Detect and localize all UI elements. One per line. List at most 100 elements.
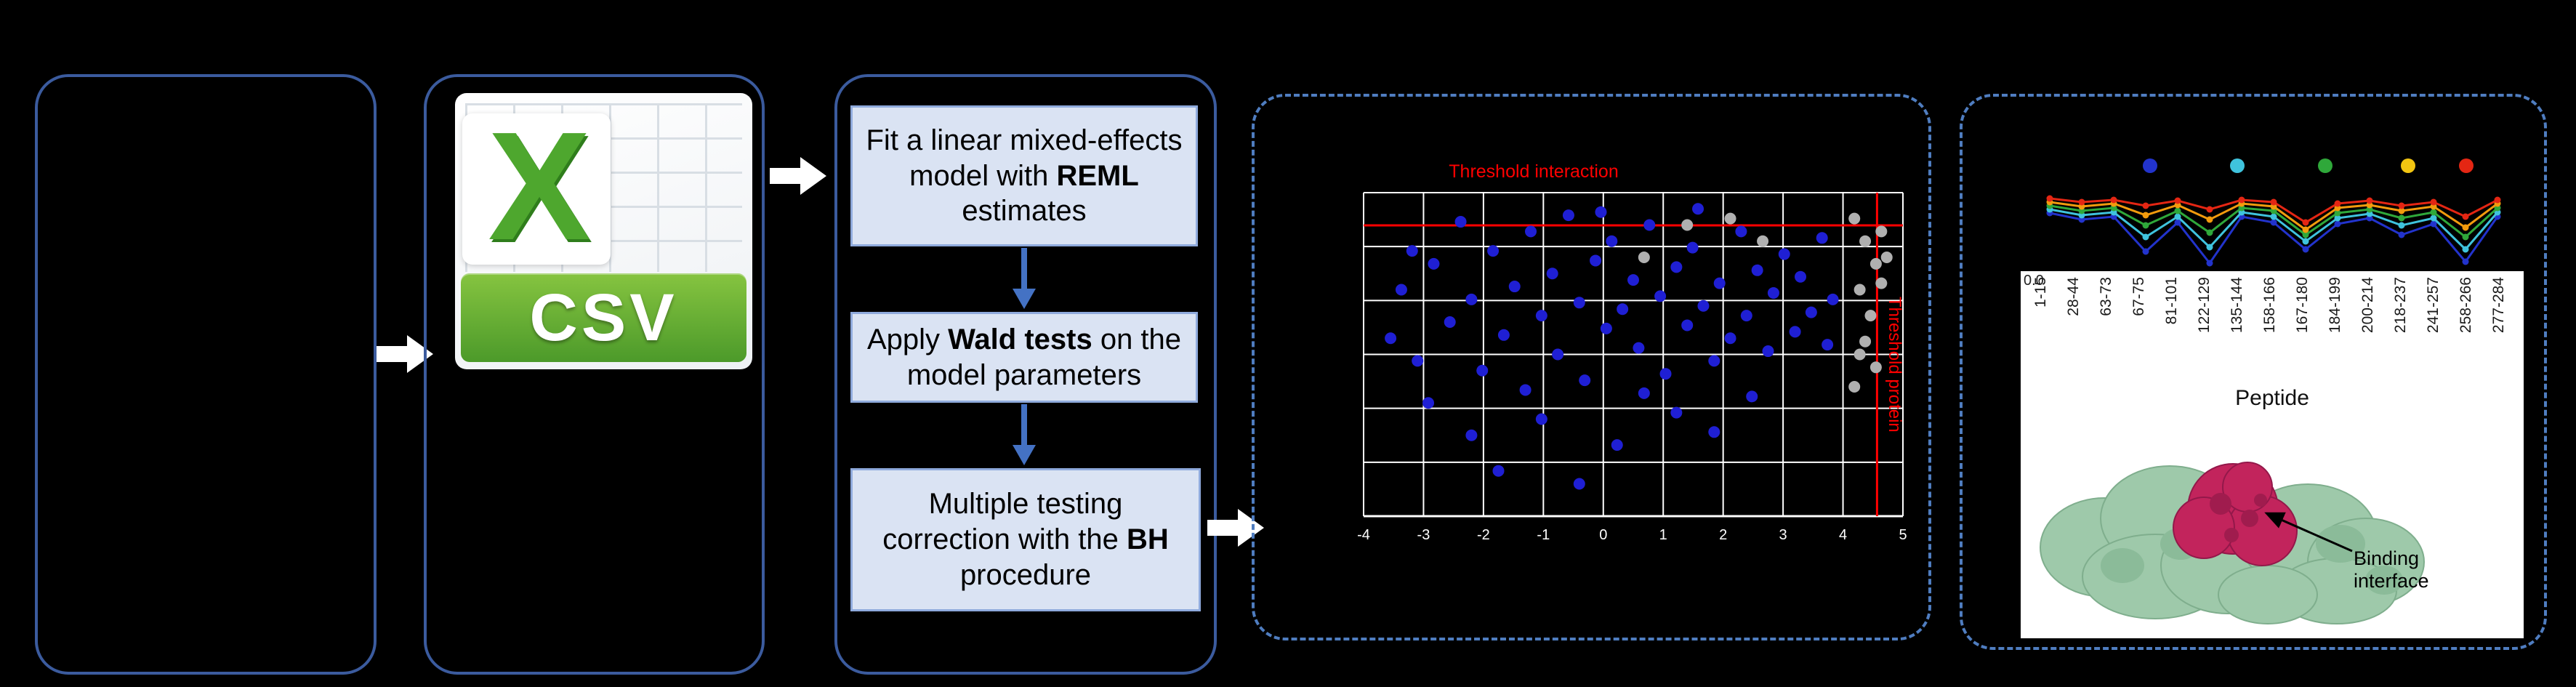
scatter-point-significant — [1827, 293, 1839, 305]
binding-annotation-arrow — [2264, 512, 2353, 553]
x-tick-label: -4 — [1357, 527, 1370, 543]
scatter-point-significant — [1627, 274, 1639, 286]
peptide-label: 158-166 — [2261, 277, 2278, 334]
profile-marker — [2430, 214, 2437, 222]
scatter-point-nonsignificant — [1869, 257, 1882, 270]
scatter-point-significant — [1487, 245, 1500, 257]
profile-marker — [2270, 213, 2277, 220]
profile-marker — [2494, 196, 2501, 204]
profile-marker — [2462, 233, 2469, 241]
binding-interface-annotation: Binding interface — [2354, 547, 2429, 592]
scatter-point-significant — [1708, 355, 1720, 367]
x-tick-label: 4 — [1839, 527, 1847, 543]
scatter-point-nonsignificant — [1853, 348, 1866, 361]
x-tick-label: 1 — [1659, 527, 1667, 543]
peptide-label: 218-237 — [2392, 277, 2409, 334]
binding-interface-region — [2173, 462, 2298, 566]
scatter-point-significant — [1724, 332, 1736, 345]
profile-marker — [2430, 220, 2437, 228]
scatter-point-significant — [1735, 225, 1747, 238]
x-tick-label: -3 — [1417, 527, 1430, 543]
scatter-point-significant — [1590, 254, 1602, 267]
csv-file-icon: X CSV — [455, 93, 752, 369]
protein-structure-image — [2040, 462, 2425, 624]
peptide-label: 1-15 — [2032, 277, 2049, 308]
profile-marker — [2302, 219, 2309, 226]
scatter-point-significant — [1654, 290, 1667, 302]
step-text: Apply Wald tests on the model parameters — [866, 323, 1182, 391]
profile-marker — [2046, 195, 2053, 202]
scatter-point-nonsignificant — [1853, 284, 1866, 296]
scatter-point-significant — [1606, 235, 1618, 247]
peptide-label: 184-199 — [2327, 277, 2343, 334]
peptide-label: 67-75 — [2130, 277, 2147, 316]
scatter-point-significant — [1659, 368, 1672, 380]
profile-marker — [2238, 196, 2245, 204]
scatter-point-significant — [1692, 203, 1704, 215]
scatter-point-significant — [1552, 348, 1564, 361]
scatter-point-significant — [1708, 426, 1720, 438]
protein-surface — [2040, 465, 2425, 624]
scatter-point-significant — [1412, 355, 1424, 367]
scatter-point-significant — [1670, 406, 1683, 419]
profile-marker — [2206, 229, 2213, 236]
scatter-point-significant — [1762, 345, 1774, 358]
legend-dot — [2230, 158, 2245, 173]
scatter-point-significant — [1546, 268, 1558, 280]
profile-marker — [2334, 220, 2341, 228]
profile-marker — [2302, 231, 2309, 238]
profile-marker — [2302, 226, 2309, 233]
scatter-point-significant — [1508, 281, 1521, 293]
profile-marker — [2398, 222, 2405, 229]
excel-x-logo: X — [488, 100, 591, 272]
scatter-point-nonsignificant — [1848, 381, 1861, 393]
down-arrow-icon — [1013, 248, 1036, 309]
scatter-point-significant — [1428, 257, 1440, 270]
scatter-point-significant — [1476, 364, 1489, 377]
scatter-point-significant — [1535, 413, 1547, 425]
peptide-label: 167-180 — [2294, 277, 2311, 334]
steps-panel — [834, 74, 1217, 675]
profile-marker — [2078, 198, 2085, 206]
scatter-point-significant — [1573, 297, 1585, 309]
profile-marker — [2174, 213, 2181, 220]
scatter-point-significant — [1805, 306, 1817, 318]
scatter-point-significant — [1740, 310, 1752, 322]
step-text: Fit a linear mixed-effects model with RE… — [866, 124, 1183, 228]
profile-marker — [2334, 214, 2341, 222]
scatter-point-significant — [1519, 384, 1531, 396]
scatter-point-significant — [1497, 329, 1510, 341]
scatter-point-nonsignificant — [1848, 212, 1861, 225]
scatter-point-significant — [1643, 219, 1656, 231]
scatter-point-significant — [1767, 286, 1779, 299]
scatter-point-nonsignificant — [1875, 225, 1888, 238]
peptide-label: 277-284 — [2490, 277, 2507, 334]
scatter-point-significant — [1778, 248, 1790, 260]
profile-marker — [2430, 198, 2437, 206]
scatter-point-nonsignificant — [1864, 310, 1877, 322]
scatter-point-significant — [1697, 300, 1710, 312]
profile-marker — [2398, 231, 2405, 238]
profile-marker — [2366, 197, 2373, 204]
scatter-point-nonsignificant — [1638, 252, 1650, 263]
scatter-point-significant — [1670, 261, 1683, 273]
peptide-label: 81-101 — [2163, 277, 2180, 325]
scatter-point-significant — [1444, 316, 1456, 328]
scatter-point-significant — [1713, 277, 1726, 289]
flow-arrow-icon — [1207, 509, 1264, 547]
peptide-profile-chart — [2046, 158, 2501, 267]
profile-marker — [2302, 246, 2309, 253]
csv-panel — [424, 74, 765, 675]
scatter-point-nonsignificant — [1859, 335, 1872, 347]
scatter-point-nonsignificant — [1875, 277, 1888, 289]
peptide-label: 200-214 — [2359, 277, 2376, 334]
flow-arrow-icon — [770, 157, 826, 195]
profile-marker — [2398, 202, 2405, 209]
scatter-point-significant — [1633, 342, 1645, 354]
profile-marker — [2334, 209, 2341, 217]
profile-marker — [2142, 212, 2149, 219]
input-panel — [35, 74, 377, 675]
scatter-point-nonsignificant — [1869, 361, 1882, 374]
profile-marker — [2462, 258, 2469, 265]
